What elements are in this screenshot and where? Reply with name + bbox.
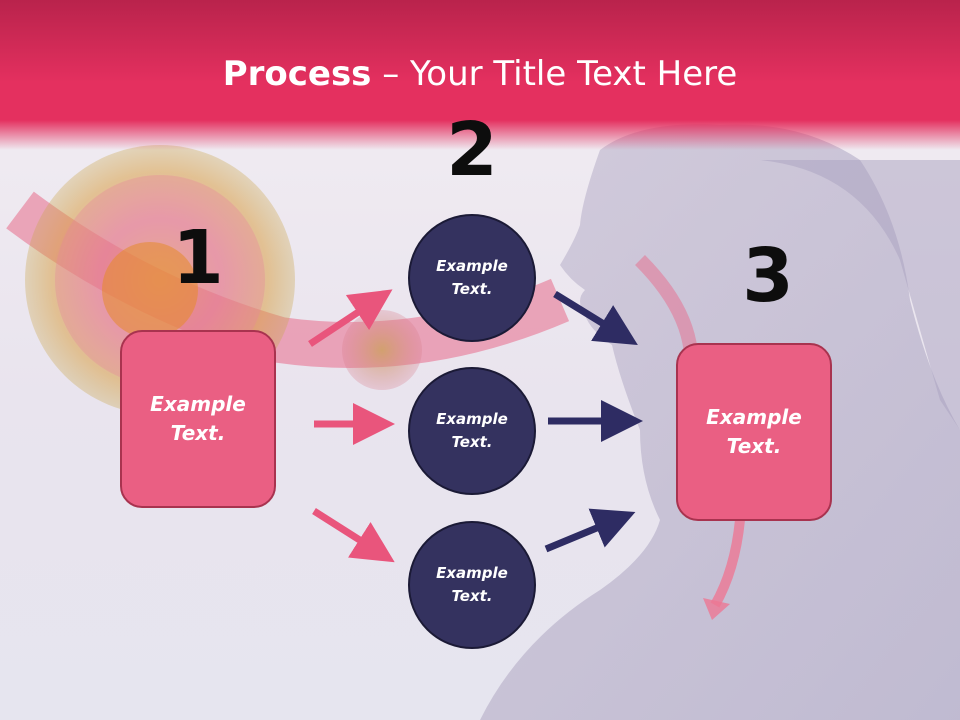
step2-circle-top[interactable]: Example Text. [408, 214, 536, 342]
title-rest: – Your Title Text Here [371, 54, 738, 94]
step3-text: Example Text. [706, 405, 802, 458]
title-bold: Process [222, 54, 372, 94]
step-number-1: 1 [172, 215, 224, 301]
step-number-2: 2 [446, 107, 498, 193]
title-banner [0, 0, 960, 150]
slide-title[interactable]: Process – Your Title Text Here [0, 52, 960, 96]
step-number-3: 3 [742, 233, 794, 319]
step1-text: Example Text. [150, 392, 246, 445]
step2-circle-top-text: Example Text. [436, 257, 508, 298]
step2-circle-bottom-text: Example Text. [436, 564, 508, 605]
step2-circle-middle-text: Example Text. [436, 410, 508, 451]
step2-circle-middle[interactable]: Example Text. [408, 367, 536, 495]
step3-box[interactable]: Example Text. [676, 343, 832, 521]
navy-arrow-up [544, 508, 636, 553]
pink-arrow-down [312, 508, 395, 563]
navy-arrow-down [553, 291, 638, 346]
pink-arrow-up [308, 289, 393, 347]
step1-box[interactable]: Example Text. [120, 330, 276, 508]
step2-circle-bottom[interactable]: Example Text. [408, 521, 536, 649]
